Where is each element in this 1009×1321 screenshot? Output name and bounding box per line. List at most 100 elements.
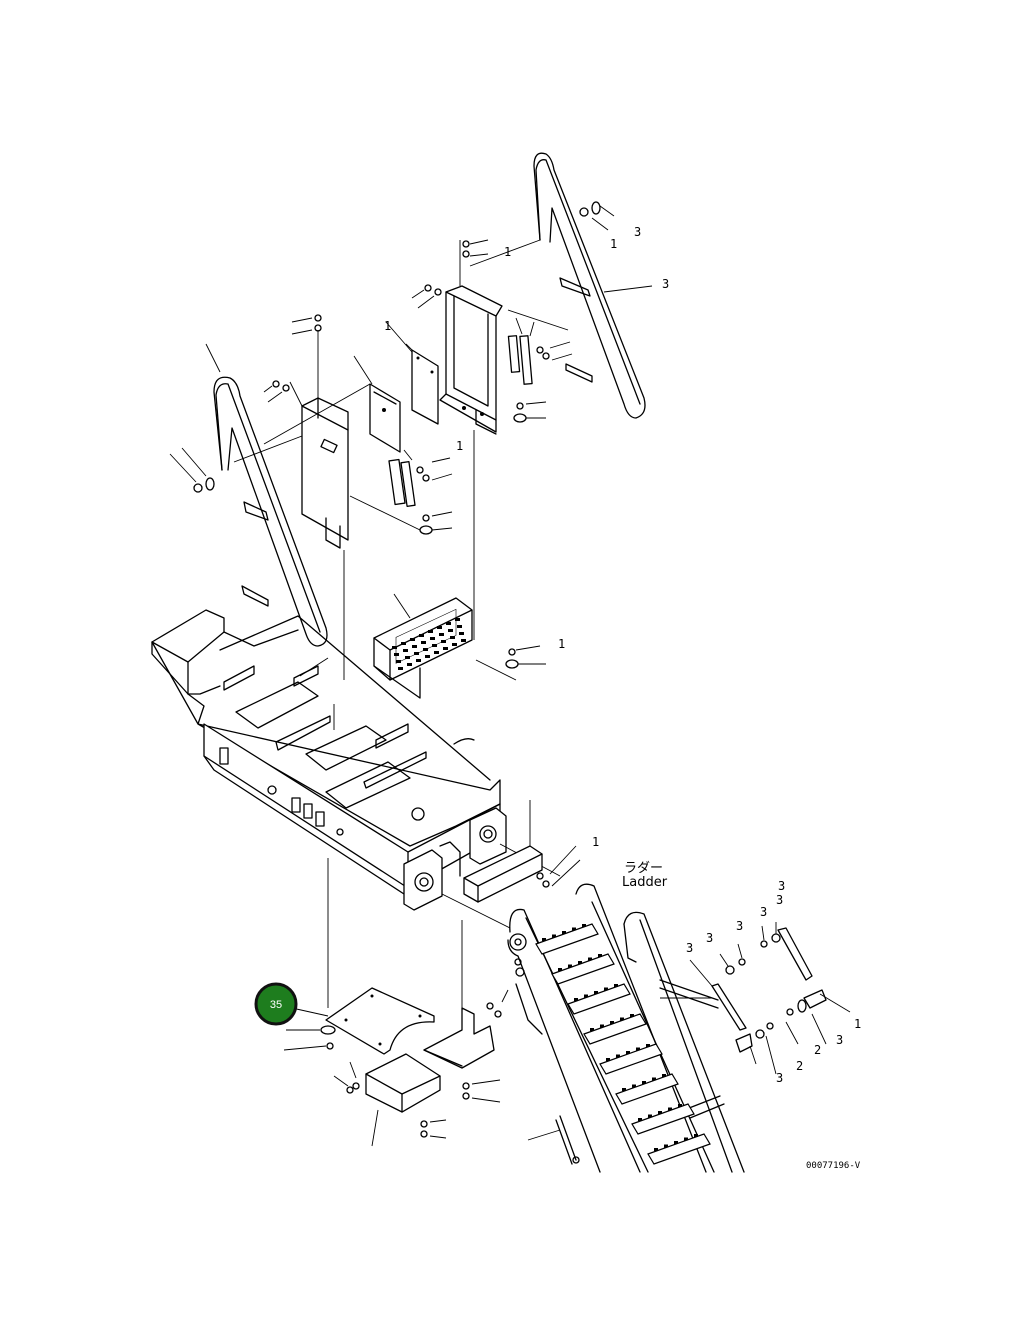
step-hole bbox=[457, 625, 462, 628]
rung-hole bbox=[606, 1058, 610, 1061]
rung-hole bbox=[638, 1118, 642, 1121]
step-hole bbox=[407, 663, 412, 666]
ref-label: 1 bbox=[504, 245, 511, 259]
rung-hole bbox=[642, 1081, 646, 1084]
callout-35[interactable]: 35 bbox=[254, 982, 329, 1026]
ref-label: 1 bbox=[456, 439, 463, 453]
step-hole bbox=[439, 633, 444, 636]
ref-label: 1 bbox=[854, 1017, 861, 1031]
rung-hole bbox=[668, 1107, 672, 1111]
rung-hole bbox=[648, 1114, 652, 1118]
ref-label: 3 bbox=[776, 1071, 783, 1085]
rung-hole bbox=[658, 1111, 662, 1114]
step-hole bbox=[425, 655, 430, 658]
step-hole bbox=[446, 622, 451, 625]
rung-hole bbox=[578, 961, 582, 964]
step-hole bbox=[452, 643, 457, 646]
callout-circle[interactable] bbox=[254, 982, 298, 1026]
step-hole bbox=[428, 630, 433, 633]
rung-hole bbox=[598, 954, 602, 957]
step-hole bbox=[396, 660, 401, 663]
rung-hole bbox=[646, 1044, 650, 1047]
right-upper-bracket bbox=[385, 239, 569, 640]
rung-hole bbox=[588, 957, 592, 961]
ladder bbox=[507, 883, 745, 1173]
step-hole bbox=[398, 667, 403, 670]
step-hole bbox=[410, 638, 415, 641]
step-hole bbox=[423, 648, 428, 651]
rung-hole bbox=[632, 1084, 636, 1088]
right-handrail bbox=[533, 152, 653, 419]
ladder-label-japanese: ラダー bbox=[624, 861, 663, 876]
rung-hole bbox=[568, 964, 572, 968]
ladder-side-brackets bbox=[660, 922, 851, 1075]
rung-hole bbox=[604, 987, 608, 991]
rung-hole bbox=[626, 1051, 630, 1054]
ref-label: 2 bbox=[814, 1043, 821, 1057]
ref-label: 3 bbox=[778, 879, 785, 893]
ladder-rung bbox=[599, 1043, 663, 1075]
left-handrail bbox=[205, 343, 328, 647]
step-hole bbox=[448, 629, 453, 632]
step-hole bbox=[403, 649, 408, 652]
step-hole bbox=[430, 637, 435, 640]
ladder-rung bbox=[647, 1133, 711, 1165]
ref-label: 3 bbox=[836, 1033, 843, 1047]
step-hole bbox=[461, 639, 466, 642]
ref-label: 3 bbox=[706, 931, 713, 945]
ref-label: 1 bbox=[384, 319, 391, 333]
rung-hole bbox=[616, 1054, 620, 1058]
ref-label: 3 bbox=[736, 919, 743, 933]
step-hole bbox=[443, 647, 448, 650]
step-hole bbox=[419, 634, 424, 637]
step-hole bbox=[459, 632, 464, 635]
rung-hole bbox=[678, 1104, 682, 1107]
drawing-code: 00077196-V bbox=[806, 1161, 861, 1171]
rung-hole bbox=[584, 994, 588, 998]
rung-hole bbox=[542, 938, 546, 941]
rung-hole bbox=[652, 1077, 656, 1081]
rung-hole bbox=[654, 1148, 658, 1151]
ladder-rung bbox=[583, 1013, 647, 1045]
step-hole bbox=[441, 640, 446, 643]
rung-hole bbox=[574, 998, 578, 1001]
rung-hole bbox=[620, 1017, 624, 1021]
step-hole bbox=[437, 626, 442, 629]
rung-hole bbox=[610, 1021, 614, 1024]
ref-label: 3 bbox=[760, 905, 767, 919]
ref-label: 3 bbox=[686, 941, 693, 955]
step-hole bbox=[401, 642, 406, 645]
ladder-caption: ラダー Ladder bbox=[622, 861, 668, 890]
ladder-rung bbox=[631, 1103, 695, 1135]
step-hole bbox=[405, 656, 410, 659]
rung-hole bbox=[552, 934, 556, 938]
step-hole bbox=[432, 644, 437, 647]
ref-label: 1 bbox=[610, 237, 617, 251]
ref-label: 3 bbox=[662, 277, 669, 291]
ladder-rung bbox=[535, 923, 599, 955]
ladder-rung bbox=[567, 983, 631, 1015]
rung-hole bbox=[684, 1137, 688, 1141]
rung-hole bbox=[590, 1028, 594, 1031]
rung-hole bbox=[636, 1047, 640, 1051]
left-upper-bracket bbox=[233, 330, 421, 680]
callout-number[interactable]: 35 bbox=[270, 999, 282, 1011]
rung-hole bbox=[562, 931, 566, 934]
step-hole bbox=[412, 645, 417, 648]
ref-label: 2 bbox=[796, 1059, 803, 1073]
left-bracket-hardware bbox=[169, 314, 453, 535]
rung-hole bbox=[664, 1144, 668, 1148]
rung-hole bbox=[622, 1088, 626, 1091]
step-hole bbox=[392, 646, 397, 649]
step-hole bbox=[394, 653, 399, 656]
ref-label: 3 bbox=[776, 893, 783, 907]
rung-hole bbox=[572, 927, 576, 931]
reference-labels: 1 1 3 3 1 1 1 3 3 3 3 3 3 1 3 2 2 3 1 bbox=[384, 225, 861, 1085]
step-hole bbox=[450, 636, 455, 639]
main-frame bbox=[151, 609, 561, 929]
rung-hole bbox=[582, 924, 586, 927]
lower-brackets bbox=[333, 920, 509, 1147]
lower-step bbox=[463, 800, 581, 903]
rung-hole bbox=[674, 1141, 678, 1144]
